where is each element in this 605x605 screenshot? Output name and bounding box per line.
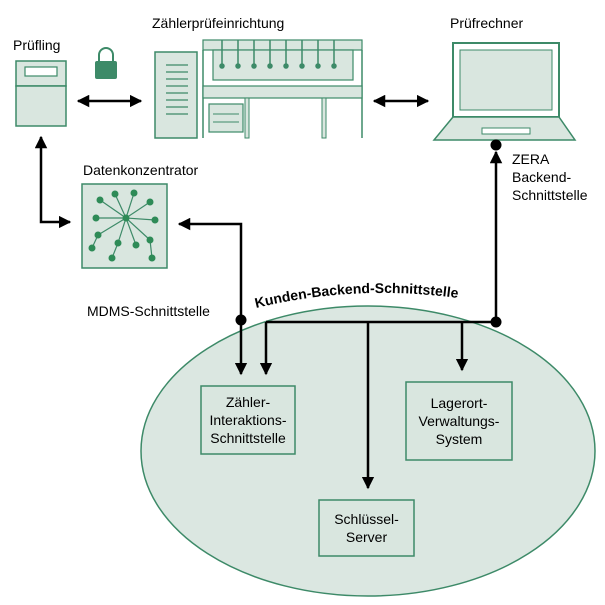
mdms-node	[235, 314, 247, 326]
meter-test-bench-icon	[154, 39, 363, 139]
lock-icon	[95, 47, 117, 79]
arrow-pruefling-concentrator	[34, 135, 72, 229]
zaehler-interaktion-box	[200, 385, 296, 455]
network-icon	[81, 183, 168, 269]
backend-node	[490, 316, 502, 328]
laptop-icon	[432, 42, 577, 141]
pruefling-device-icon	[15, 60, 67, 127]
pruefling-label: Prüfling	[13, 37, 61, 53]
zaehler-interaktion-text: Zähler- Interaktions- Schnittstelle	[209, 394, 287, 446]
schluessel-text: Schlüssel- Server	[334, 511, 399, 545]
arrow-mdms-concentrator	[177, 217, 243, 320]
zera-label-line2: Backend-	[512, 169, 572, 185]
mdms-label: MDMS-Schnittstelle	[87, 303, 210, 319]
lagerort-text: Lagerort- Verwaltungs- System	[418, 395, 500, 447]
zera-node	[490, 139, 502, 151]
lagerort-box	[405, 381, 513, 461]
datenkonzentrator-label: Datenkonzentrator	[83, 162, 199, 178]
schluessel-box	[318, 499, 415, 557]
zaehlerpruefeinrichtung-label: Zählerprüfeinrichtung	[152, 15, 285, 31]
pruefrechner-label: Prüfrechner	[450, 15, 524, 31]
zera-label-line1: ZERA	[512, 151, 550, 167]
zera-label-line3: Schnittstelle	[512, 187, 588, 203]
